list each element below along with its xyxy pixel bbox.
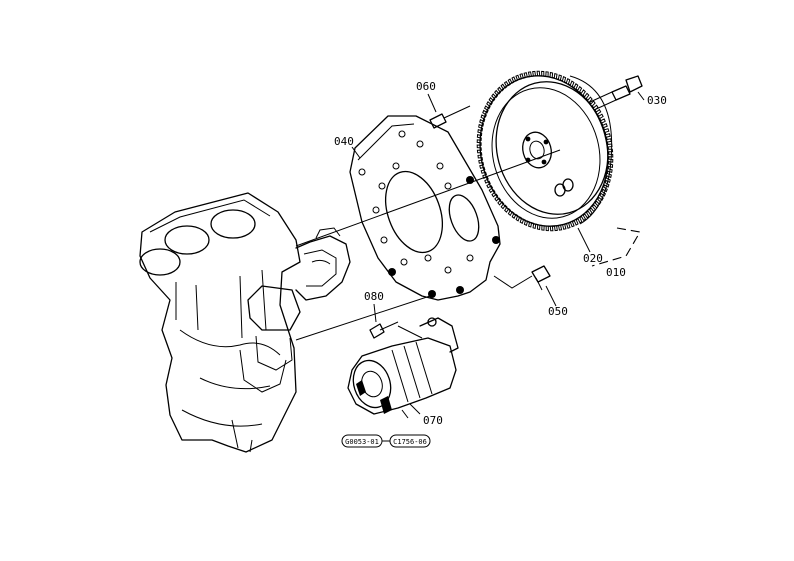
label-010: 010 bbox=[606, 266, 626, 279]
dowel-pin bbox=[429, 105, 471, 129]
crank-centerline bbox=[295, 149, 561, 341]
label-030: 030 bbox=[647, 94, 667, 107]
flywheel-bolt bbox=[589, 75, 643, 111]
flywheel bbox=[476, 70, 614, 232]
starter-motor bbox=[347, 317, 459, 419]
reference-code-1: G0053-01 bbox=[345, 438, 379, 446]
plate-bolt bbox=[493, 265, 551, 291]
crankshaft bbox=[295, 227, 351, 301]
reference-codes: G0053-01 C1756-06 bbox=[341, 434, 431, 448]
label-040: 040 bbox=[334, 135, 354, 148]
starter-bolt bbox=[369, 321, 399, 339]
label-020: 020 bbox=[583, 252, 603, 265]
part-labels: 060 040 030 020 010 050 080 070 bbox=[334, 80, 667, 427]
reference-code-2: C1756-06 bbox=[393, 438, 427, 446]
label-050: 050 bbox=[548, 305, 568, 318]
adapter-plate bbox=[349, 115, 501, 301]
engine-block bbox=[139, 192, 301, 453]
label-060: 060 bbox=[416, 80, 436, 93]
label-070: 070 bbox=[423, 414, 443, 427]
ring-gear-teeth bbox=[476, 70, 614, 232]
label-080: 080 bbox=[364, 290, 384, 303]
